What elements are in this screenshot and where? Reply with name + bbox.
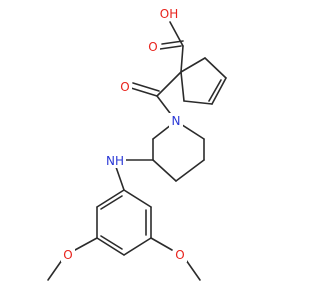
bond-quaternary-c-amide-c <box>156 71 182 97</box>
atom-methoxy-o-right: O <box>175 248 184 262</box>
atom-amine-nh: NH <box>106 154 124 168</box>
bond-ring5-2 <box>204 57 227 79</box>
molecule-structure-diagram: OH O O N NH O O <box>47 6 227 281</box>
bond-ring5-double-b <box>208 79 222 102</box>
bond-carboxyl-c-o-double-b <box>161 40 184 45</box>
bond-ring5-1 <box>180 57 206 73</box>
bond-o-methyl-right <box>185 259 201 281</box>
atom-ring-n: N <box>172 114 181 128</box>
bond-ring5-double-a <box>211 77 227 105</box>
bond-benzene-3 <box>96 237 125 256</box>
atom-amide-o: O <box>120 80 129 94</box>
bond-benzene-6 <box>123 189 152 208</box>
bond-pip-c4-c5 <box>175 159 205 182</box>
bond-benzene-4 <box>123 237 152 256</box>
bond-benzene-1-inner <box>100 195 123 210</box>
atom-carboxyl-oh: OH <box>160 7 178 21</box>
atom-labels: OH O O N NH O O <box>61 6 187 262</box>
bond-nh-aryl <box>115 166 125 191</box>
bond-amide-c-o-double-a <box>130 87 158 97</box>
bond-amide-c-o-double-b <box>132 82 160 92</box>
atom-methoxy-o-left: O <box>63 248 72 262</box>
bond-pip-c3-c4 <box>152 159 177 182</box>
bond-benzene-3-inner <box>100 235 123 250</box>
bonds <box>47 21 227 281</box>
bond-o-methyl-left <box>47 259 63 281</box>
bond-aryl-o-right <box>150 237 173 251</box>
bond-ring5-4 <box>183 100 213 105</box>
bond-aryl-o-left <box>74 237 98 251</box>
bond-carboxyl-c-quaternary-c <box>180 45 184 73</box>
bond-ring5-5 <box>180 71 185 102</box>
atom-carboxyl-o: O <box>148 40 157 54</box>
bond-carboxyl-c-o-double-a <box>159 45 182 50</box>
bond-benzene-1 <box>96 189 125 208</box>
